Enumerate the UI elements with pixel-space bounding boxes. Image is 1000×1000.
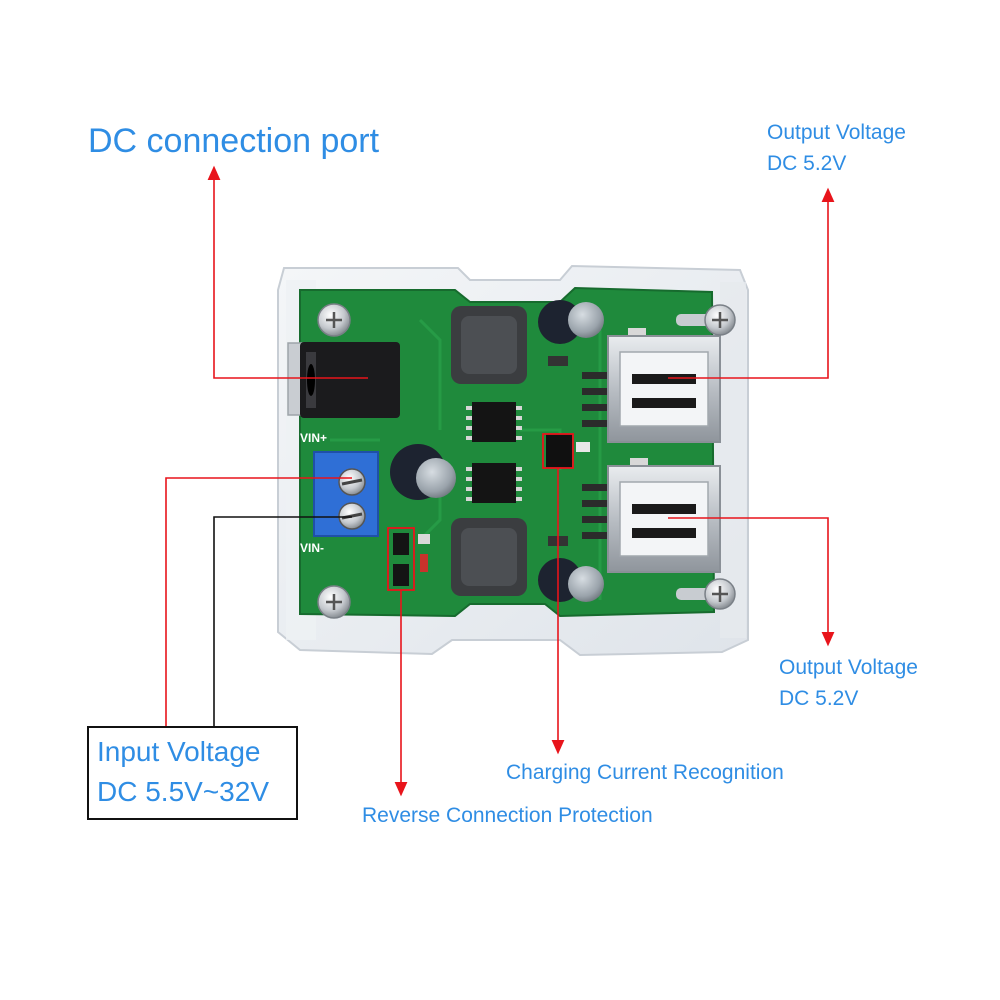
input-voltage-box: Input Voltage DC 5.5V~32V [87,726,298,820]
output-bottom-line2: DC 5.2V [779,687,859,710]
screw-terminal-block [313,451,379,537]
callout-dc-port [207,165,368,379]
callout-output-top [668,187,835,379]
input-line2: DC 5.5V~32V [97,776,269,807]
vin-minus-silkscreen: VIN- [300,541,324,555]
usb-port-bottom [607,465,721,573]
output-top-line2: DC 5.2V [767,152,847,175]
output-bottom-label: Output Voltage DC 5.2V [779,652,918,714]
callout-output-bottom [668,517,835,647]
header-pins [582,372,610,539]
callout-reverse [387,527,415,797]
charging-label: Charging Current Recognition [506,761,784,784]
inductor-top [451,306,527,384]
ic-chips [466,402,522,503]
capacitors [390,300,604,602]
reverse-protection-label: Reverse Connection Protection [362,804,653,827]
usb-port-top [607,335,721,443]
vin-plus-silkscreen: VIN+ [300,431,327,445]
output-top-line1: Output Voltage [767,121,906,144]
output-top-label: Output Voltage DC 5.2V [767,117,906,179]
dc-barrel-jack [287,342,400,418]
output-bottom-line1: Output Voltage [779,656,918,679]
case-screws [317,303,736,619]
callout-input [165,477,352,728]
dc-port-label: DC connection port [88,122,380,160]
input-line1: Input Voltage [97,736,261,767]
callout-charging [542,433,574,755]
inductor-bottom [451,518,527,596]
